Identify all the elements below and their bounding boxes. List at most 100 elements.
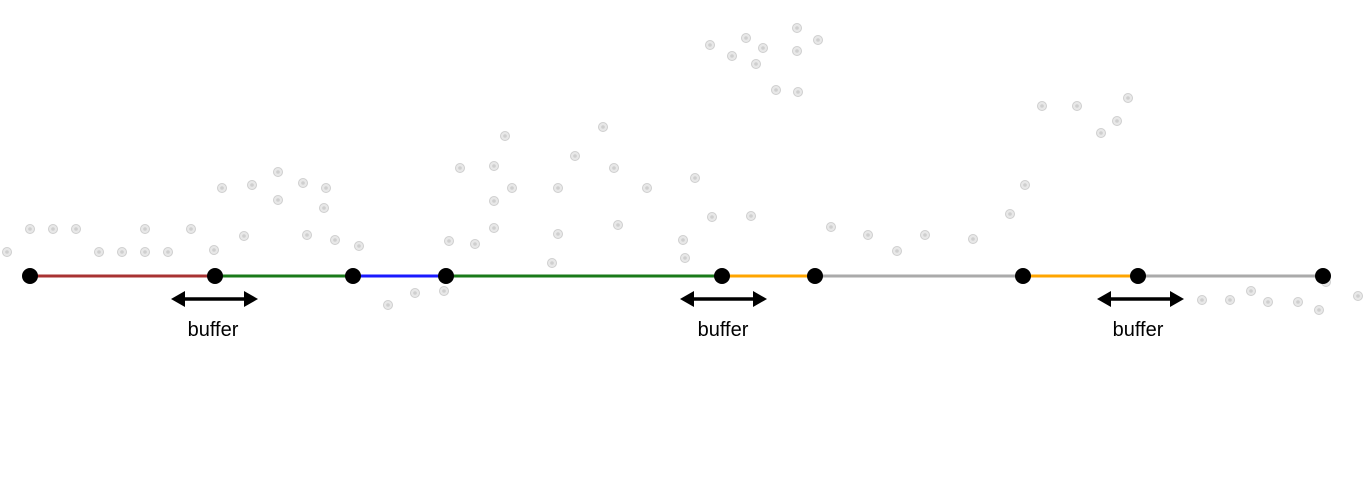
buffer-label-2: buffer (698, 319, 749, 341)
scatter-point (500, 131, 510, 141)
buffer-arrowhead-left-2 (680, 291, 694, 307)
scatter-point (705, 40, 715, 50)
scatter-point (1197, 295, 1207, 305)
scatter-point (1123, 93, 1133, 103)
scatter-point (273, 195, 283, 205)
scatter-point (1037, 101, 1047, 111)
scatter-point (489, 161, 499, 171)
buffers: buffer buffer buffer (171, 291, 1184, 341)
scatter-point (354, 241, 364, 251)
scatter-point (209, 245, 219, 255)
scatter-point (758, 43, 768, 53)
scatter-point (613, 220, 623, 230)
scatter-point (140, 247, 150, 257)
scatter-point (247, 180, 257, 190)
scatter-point (1112, 116, 1122, 126)
scatter-point (186, 224, 196, 234)
breakpoint-4 (438, 268, 454, 284)
scatter-point (771, 85, 781, 95)
scatter-point (330, 235, 340, 245)
scatter-point (439, 286, 449, 296)
scatter-point (792, 46, 802, 56)
scatter-point (489, 223, 499, 233)
scatter-point (1246, 286, 1256, 296)
scatter-point (678, 235, 688, 245)
buffer-marker-1: buffer (171, 291, 258, 341)
scatter-point (140, 224, 150, 234)
scatter-point (746, 211, 756, 221)
buffer-arrowhead-left-3 (1097, 291, 1111, 307)
scatter-point (553, 183, 563, 193)
scatter-point (690, 173, 700, 183)
scatter-point (1096, 128, 1106, 138)
buffer-arrowhead-left-1 (171, 291, 185, 307)
scatter-point (2, 247, 12, 257)
scatter-point (94, 247, 104, 257)
breakpoint-3 (345, 268, 361, 284)
breakpoint-1 (22, 268, 38, 284)
scatter-point (793, 87, 803, 97)
scatter-point (321, 183, 331, 193)
scatter-point (25, 224, 35, 234)
scatter-point (217, 183, 227, 193)
scatter-point (892, 246, 902, 256)
buffer-arrowhead-right-3 (1170, 291, 1184, 307)
scatter-point (968, 234, 978, 244)
scatter-point (302, 230, 312, 240)
scatter-point (489, 196, 499, 206)
scatter-point (455, 163, 465, 173)
scatter-point (117, 247, 127, 257)
breakpoint-5 (714, 268, 730, 284)
scatter-point (1314, 305, 1324, 315)
scatter-point (298, 178, 308, 188)
scatter-point (1005, 209, 1015, 219)
scatter-point (273, 167, 283, 177)
buffer-arrowhead-right-2 (753, 291, 767, 307)
scatter-point (863, 230, 873, 240)
breakpoint-7 (1015, 268, 1031, 284)
breakpoint-9 (1315, 268, 1331, 284)
scatter-point (826, 222, 836, 232)
scatter-point (598, 122, 608, 132)
breakpoints (22, 268, 1331, 284)
breakpoint-6 (807, 268, 823, 284)
scatter-point (727, 51, 737, 61)
scatter-point (1263, 297, 1273, 307)
scatter-point (1353, 291, 1363, 301)
buffer-arrowhead-right-1 (244, 291, 258, 307)
scatter-point (920, 230, 930, 240)
buffer-marker-2: buffer (680, 291, 767, 341)
breakpoint-8 (1130, 268, 1146, 284)
scatter-point (48, 224, 58, 234)
scatter-point (813, 35, 823, 45)
scatter-point (1225, 295, 1235, 305)
scatter-point (1020, 180, 1030, 190)
scatter-point (570, 151, 580, 161)
scatter-points (2, 23, 1363, 315)
scatter-point (680, 253, 690, 263)
scatter-point (751, 59, 761, 69)
buffer-label-1: buffer (188, 319, 239, 341)
scatter-point (1293, 297, 1303, 307)
scatter-point (553, 229, 563, 239)
scatter-point (507, 183, 517, 193)
buffer-label-3: buffer (1113, 319, 1164, 341)
breakpoint-2 (207, 268, 223, 284)
scatter-point (792, 23, 802, 33)
scatter-point (642, 183, 652, 193)
scatter-point (707, 212, 717, 222)
scatter-point (609, 163, 619, 173)
scatter-point (1072, 101, 1082, 111)
scatter-point (470, 239, 480, 249)
scatter-point (239, 231, 249, 241)
scatter-point (319, 203, 329, 213)
scatter-point (547, 258, 557, 268)
buffer-marker-3: buffer (1097, 291, 1184, 341)
scatter-point (741, 33, 751, 43)
scatter-point (410, 288, 420, 298)
scatter-point (163, 247, 173, 257)
scatter-point (383, 300, 393, 310)
scatter-point (71, 224, 81, 234)
scatter-point (444, 236, 454, 246)
